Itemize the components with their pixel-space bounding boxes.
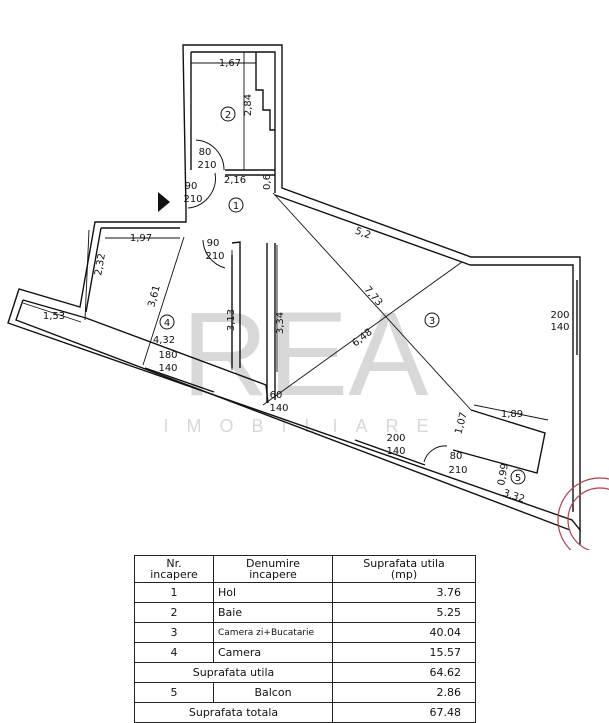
svg-text:3,61: 3,61	[146, 284, 162, 308]
svg-text:4,32: 4,32	[153, 335, 175, 346]
svg-text:2,32: 2,32	[93, 253, 108, 277]
svg-text:0,6: 0,6	[262, 174, 273, 190]
svg-text:180: 180	[158, 350, 177, 361]
svg-text:1,07: 1,07	[453, 411, 469, 435]
table-row: 2 Baie 5.25	[134, 602, 476, 623]
svg-text:140: 140	[158, 363, 177, 374]
header-area: Suprafata utila (mp)	[332, 555, 476, 583]
header-nr: Nr. incapere	[134, 555, 214, 583]
svg-text:60: 60	[270, 390, 283, 401]
svg-text:REA: REA	[182, 287, 429, 421]
floor-plan: REA IMOBILIARE	[7, 44, 609, 550]
room-markers	[159, 106, 526, 485]
svg-text:3,32: 3,32	[501, 488, 526, 505]
svg-text:210: 210	[183, 194, 202, 205]
room-numbers: 2 1 3 4 5	[164, 110, 521, 484]
svg-text:90: 90	[185, 181, 198, 192]
table-row: 1 Hol 3.76	[134, 582, 476, 603]
room-1-number: 1	[233, 201, 239, 212]
svg-text:90: 90	[207, 238, 220, 249]
total-row: Suprafata totala 67.48	[134, 702, 476, 723]
svg-text:80: 80	[199, 147, 212, 158]
svg-text:210: 210	[197, 160, 216, 171]
balcony-row: 5 Balcon 2.86	[134, 682, 476, 703]
svg-text:1,53: 1,53	[43, 311, 65, 322]
svg-text:5,2: 5,2	[354, 226, 373, 242]
svg-text:2,16: 2,16	[224, 175, 246, 186]
entrance-arrow-icon	[158, 192, 170, 212]
svg-text:1,97: 1,97	[130, 233, 152, 244]
room-2-number: 2	[225, 110, 231, 121]
svg-text:200: 200	[386, 433, 405, 444]
room-5-number: 5	[515, 473, 521, 484]
table-row: 3 Camera zi+Bucatarie 40.04	[134, 622, 476, 643]
stamp	[557, 477, 609, 550]
svg-text:2,84: 2,84	[243, 94, 254, 116]
svg-text:140: 140	[386, 446, 405, 457]
svg-text:3,13: 3,13	[226, 309, 237, 331]
svg-text:210: 210	[448, 465, 467, 476]
door-swings	[187, 139, 448, 463]
svg-text:200: 200	[550, 310, 569, 321]
subtotal-row: Suprafata utila 64.62	[134, 662, 476, 683]
header-name: Denumire incapere	[213, 555, 333, 583]
room-4-number: 4	[164, 318, 170, 329]
svg-text:1,67: 1,67	[219, 58, 241, 69]
table-row: 4 Camera 15.57	[134, 642, 476, 663]
svg-text:210: 210	[205, 251, 224, 262]
svg-text:80: 80	[450, 451, 463, 462]
svg-text:140: 140	[269, 403, 288, 414]
svg-text:140: 140	[550, 322, 569, 333]
area-table: Nr. incapere Denumire incapere Suprafata…	[134, 555, 476, 723]
svg-text:1,89: 1,89	[501, 409, 523, 420]
watermark: REA IMOBILIARE	[163, 287, 429, 436]
dimension-lines	[22, 52, 549, 421]
svg-text:3,34: 3,34	[275, 312, 286, 334]
room-3-number: 3	[429, 316, 435, 327]
dimension-labels: 1,67 2,84 2,16 0,6 5,2 1,97 2,32 3,61 3,…	[43, 58, 526, 505]
svg-text:0,99: 0,99	[496, 463, 511, 487]
